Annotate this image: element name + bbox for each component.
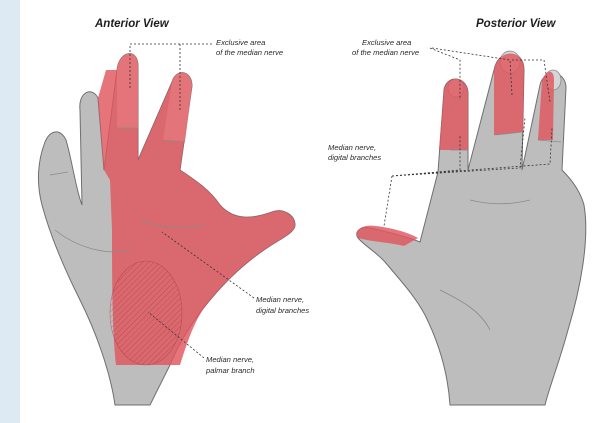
posterior-median-index [439, 79, 468, 150]
posterior-median-middle [494, 54, 524, 136]
posterior-digital-leader-thumb [384, 176, 392, 226]
anterior-exclusive-label-line2: of the median nerve [216, 48, 283, 57]
anterior-exclusive-area [117, 54, 138, 128]
anterior-hand [38, 54, 295, 405]
anterior-palmar-label-line1: Median nerve, [206, 355, 254, 364]
posterior-view-title: Posterior View [476, 18, 557, 30]
posterior-digital-label-line1: Median nerve, [328, 143, 376, 152]
anterior-palmar-branch-area [110, 261, 182, 365]
illustration-canvas: Anterior View Exclusive area of the medi… [20, 0, 595, 423]
anterior-digital-label-line1: Median nerve, [256, 295, 304, 304]
hand-diagram: Anterior View Exclusive area of the medi… [20, 0, 595, 423]
posterior-exclusive-label-line2: of the median nerve [352, 48, 419, 57]
posterior-exclusive-label-line1: Exclusive area [362, 38, 411, 47]
anterior-digital-label-line2: digital branches [256, 306, 309, 315]
anterior-palmar-label-line2: palmar branch [205, 366, 255, 375]
posterior-hand [357, 51, 586, 405]
anterior-exclusive-label-line1: Exclusive area [216, 38, 265, 47]
anterior-view-title: Anterior View [94, 18, 170, 30]
posterior-digital-label-line2: digital branches [328, 153, 381, 162]
